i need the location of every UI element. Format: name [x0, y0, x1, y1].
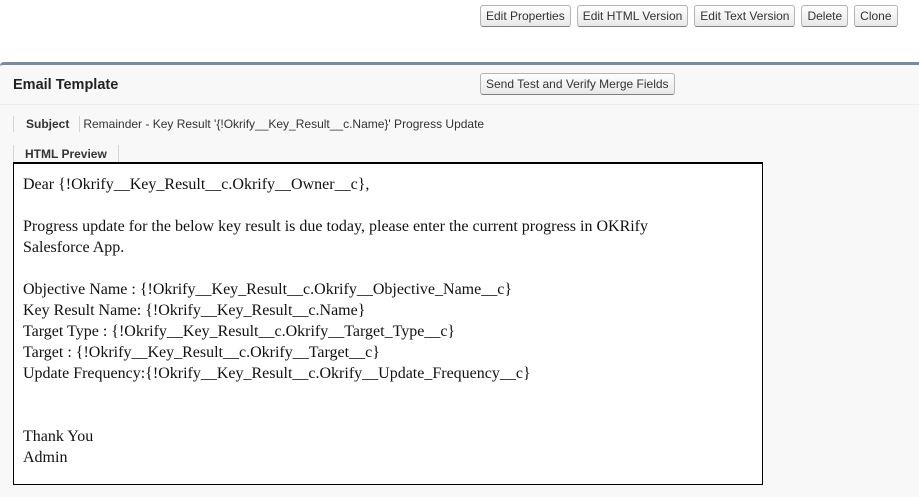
subject-row: Subject Remainder - Key Result '{!Okrify… — [13, 116, 484, 132]
send-test-button[interactable]: Send Test and Verify Merge Fields — [480, 73, 675, 95]
html-preview-box: Dear {!Okrify__Key_Result__c.Okrify__Own… — [13, 162, 763, 485]
panel-header: Email Template Send Test and Verify Merg… — [0, 65, 919, 105]
edit-text-version-button[interactable]: Edit Text Version — [694, 5, 796, 27]
clone-button[interactable]: Clone — [854, 5, 898, 27]
subject-label: Subject — [13, 116, 79, 132]
email-field-objective-name: Objective Name : {!Okrify__Key_Result__c… — [23, 281, 512, 298]
email-signature: Admin — [23, 449, 68, 466]
html-preview-tab: HTML Preview — [13, 145, 119, 162]
email-intro-line-1: Progress update for the below key result… — [23, 218, 649, 235]
panel-title: Email Template — [13, 77, 119, 93]
email-field-target-type: Target Type : {!Okrify__Key_Result__c.Ok… — [23, 323, 456, 340]
action-buttons: Edit Properties Edit HTML Version Edit T… — [480, 5, 898, 27]
email-closing: Thank You — [23, 428, 94, 445]
top-toolbar: Edit Properties Edit HTML Version Edit T… — [0, 0, 919, 62]
subject-value: Remainder - Key Result '{!Okrify__Key_Re… — [79, 116, 484, 132]
email-field-key-result-name: Key Result Name: {!Okrify__Key_Result__c… — [23, 302, 366, 319]
email-field-update-frequency: Update Frequency:{!Okrify__Key_Result__c… — [23, 365, 531, 382]
email-intro-line-2: Salesforce App. — [23, 239, 125, 256]
delete-button[interactable]: Delete — [801, 5, 849, 27]
email-template-panel: Email Template Send Test and Verify Merg… — [0, 62, 919, 497]
edit-html-version-button[interactable]: Edit HTML Version — [576, 5, 689, 27]
edit-properties-button[interactable]: Edit Properties — [480, 5, 571, 27]
email-field-target: Target : {!Okrify__Key_Result__c.Okrify_… — [23, 344, 380, 361]
email-greeting: Dear {!Okrify__Key_Result__c.Okrify__Own… — [23, 176, 370, 193]
